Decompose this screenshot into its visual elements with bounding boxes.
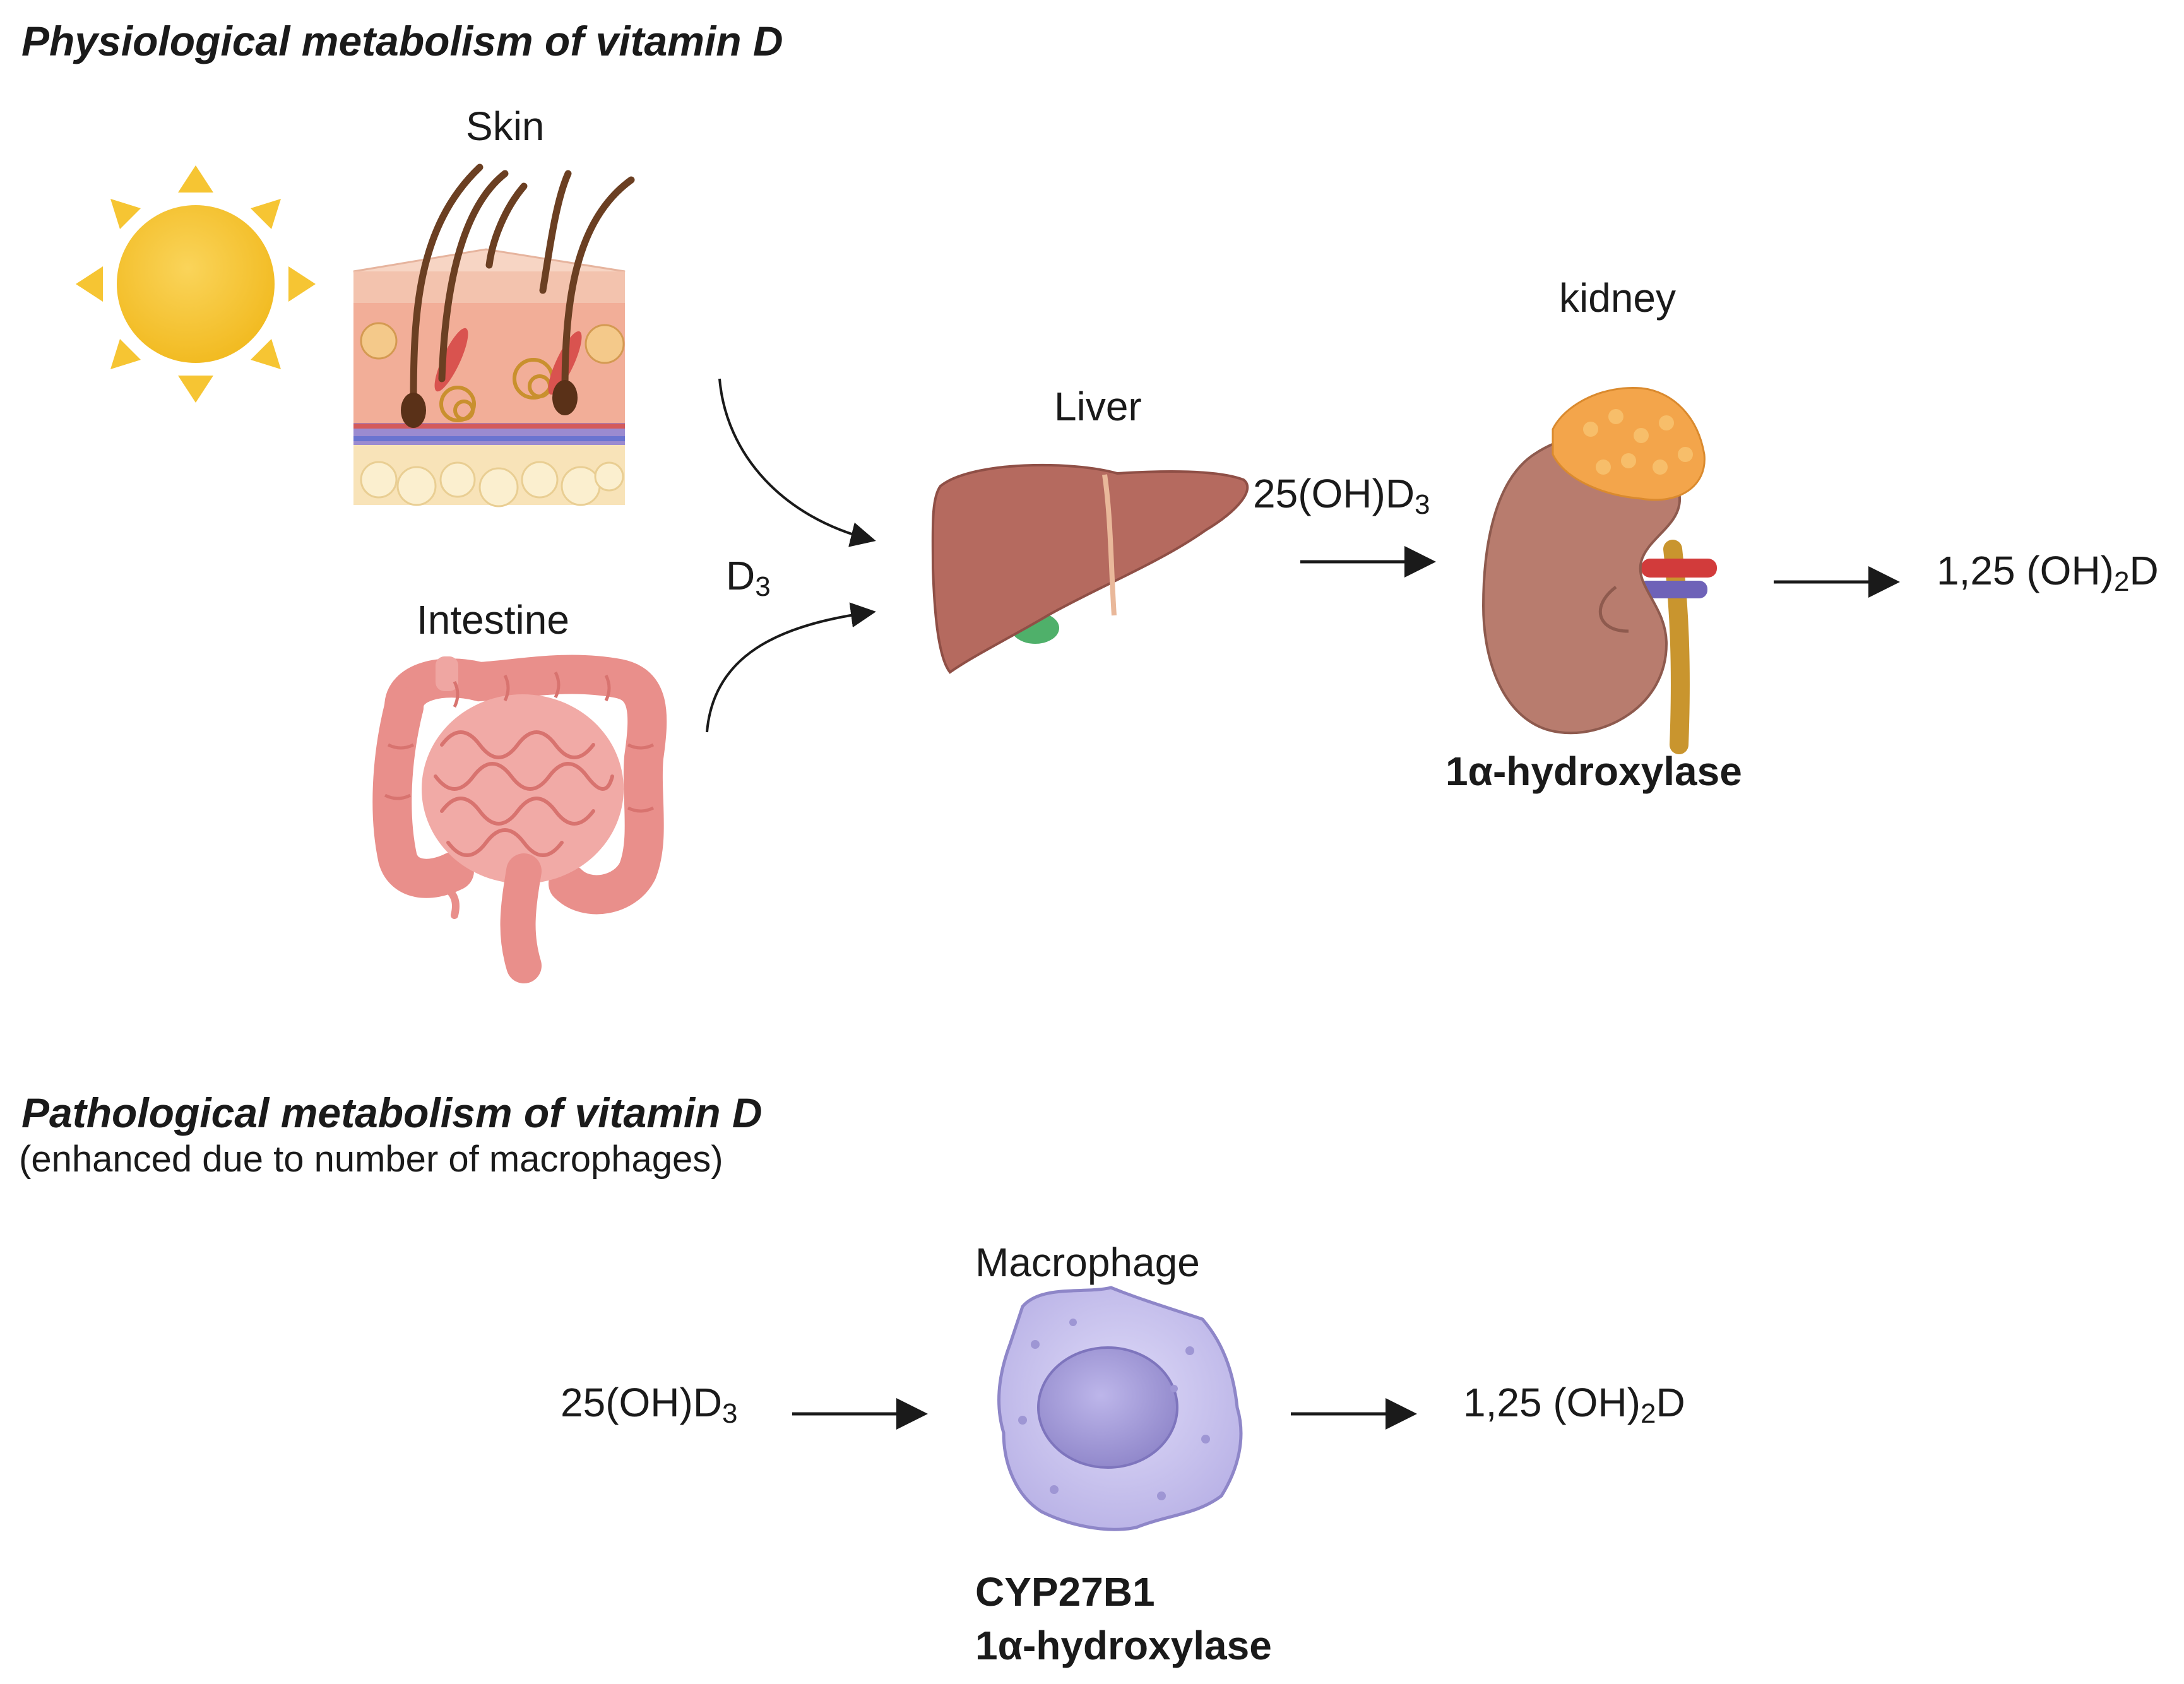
physiological-title: Physiological metabolism of vitamin D [21, 18, 783, 64]
macrophage-label: Macrophage [975, 1240, 1200, 1285]
macrophage-icon [997, 1286, 1243, 1531]
intestine-icon [372, 655, 667, 983]
skin-cross-section-icon [353, 163, 635, 507]
liver-label: Liver [1054, 384, 1142, 429]
liver-product-label: 25(OH)D3 [1253, 471, 1430, 520]
pathological-title: Pathological metabolism of vitamin D [21, 1089, 763, 1136]
d3-label: D3 [726, 553, 771, 602]
intestine-label: Intestine [417, 597, 569, 643]
pathological-input-label: 25(OH)D3 [561, 1380, 738, 1429]
liver-icon [931, 463, 1249, 674]
kidney-icon [1481, 386, 1717, 754]
pathological-output-label: 1,25 (OH)2D [1463, 1380, 1685, 1429]
skin-label: Skin [466, 104, 545, 149]
skin-to-liver-arrow [718, 378, 876, 547]
macrophage-enzyme-line2: 1α-hydroxylase [975, 1623, 1272, 1668]
intestine-to-liver-arrow [706, 602, 876, 733]
kidney-enzyme-label: 1α-hydroxylase [1445, 749, 1742, 794]
kidney-product-label: 1,25 (OH)2D [1937, 548, 2159, 597]
sun-icon [76, 165, 316, 403]
arrows-physiological [706, 378, 1900, 733]
kidney-label: kidney [1559, 275, 1676, 321]
pathological-subtitle: (enhanced due to number of macrophages) [19, 1139, 723, 1180]
macrophage-enzyme-line1: CYP27B1 [975, 1569, 1155, 1615]
